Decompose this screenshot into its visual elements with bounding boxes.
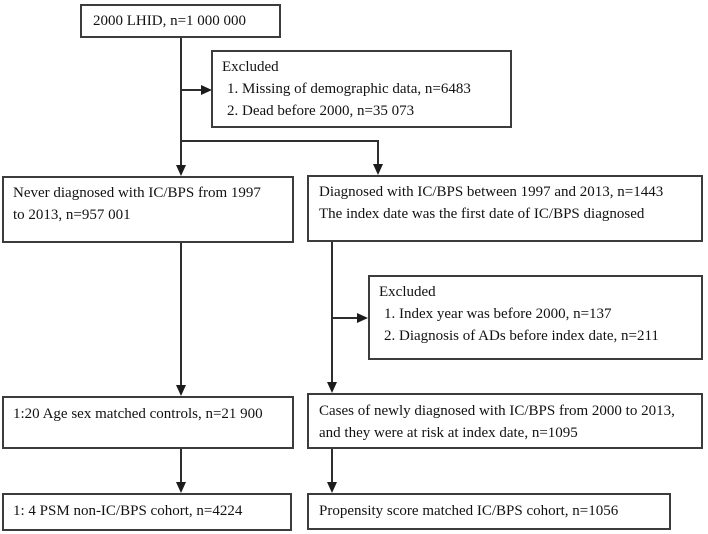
arrowhead-excluded-mid-icon	[357, 313, 368, 323]
connector-to-excluded-top	[181, 89, 202, 91]
arrowhead-never-diagnosed-icon	[176, 165, 186, 176]
never-diagnosed-line-2: to 2013, n=957 001	[13, 207, 131, 223]
arrowhead-psm-ic-icon	[327, 482, 337, 493]
connector-diagnosed-to-cases	[331, 242, 333, 383]
excluded-mid-title: Excluded	[379, 284, 436, 300]
excluded-mid-item-2: 2. Diagnosis of ADs before index date, n…	[384, 328, 659, 344]
new-cases-line-1: Cases of newly diagnosed with IC/BPS fro…	[319, 403, 675, 419]
connector-branch-left-drop	[180, 140, 182, 165]
new-cases-line-2: and they were at risk at index date, n=1…	[319, 425, 578, 441]
psm-ic-cohort-text: Propensity score matched IC/BPS cohort, …	[319, 503, 619, 519]
arrowhead-diagnosed-icon	[373, 164, 383, 175]
box-lhid-source: 2000 LHID, n=1 000 000	[80, 4, 281, 38]
excluded-mid-item-1: 1. Index year was before 2000, n=137	[384, 306, 612, 322]
never-diagnosed-line-1: Never diagnosed with IC/BPS from 1997	[13, 185, 261, 201]
arrowhead-psm-non-ic-icon	[176, 482, 186, 493]
box-excluded-mid: Excluded 1. Index year was before 2000, …	[368, 275, 703, 360]
box-matched-controls: 1:20 Age sex matched controls, n=21 900	[2, 396, 294, 449]
box-lhid-source-text: 2000 LHID, n=1 000 000	[93, 13, 247, 29]
connector-branch-right-drop	[377, 140, 379, 164]
arrowhead-matched-controls-icon	[176, 385, 186, 396]
connector-cases-to-psm-ic	[331, 449, 333, 482]
excluded-top-item-2: 2. Dead before 2000, n=35 073	[227, 103, 415, 119]
psm-non-ic-cohort-text: 1: 4 PSM non-IC/BPS cohort, n=4224	[13, 503, 243, 519]
box-psm-ic-cohort: Propensity score matched IC/BPS cohort, …	[307, 493, 671, 530]
matched-controls-text: 1:20 Age sex matched controls, n=21 900	[13, 406, 263, 422]
connector-never-to-controls	[180, 243, 182, 385]
arrowhead-new-cases-icon	[327, 382, 337, 393]
excluded-top-title: Excluded	[222, 59, 279, 75]
connector-branch-horizontal	[180, 140, 379, 142]
arrowhead-excluded-top-icon	[201, 85, 212, 95]
excluded-top-item-1: 1. Missing of demographic data, n=6483	[227, 81, 471, 97]
connector-controls-to-psm	[180, 449, 182, 482]
box-never-diagnosed: Never diagnosed with IC/BPS from 1997 to…	[2, 176, 294, 243]
box-new-cases: Cases of newly diagnosed with IC/BPS fro…	[307, 393, 703, 449]
connector-to-excluded-mid	[332, 317, 358, 319]
box-excluded-top: Excluded 1. Missing of demographic data,…	[211, 50, 512, 128]
box-diagnosed: Diagnosed with IC/BPS between 1997 and 2…	[307, 175, 703, 242]
diagnosed-line-2: The index date was the first date of IC/…	[319, 206, 645, 222]
box-psm-non-ic-cohort: 1: 4 PSM non-IC/BPS cohort, n=4224	[2, 493, 292, 531]
diagnosed-line-1: Diagnosed with IC/BPS between 1997 and 2…	[319, 184, 664, 200]
